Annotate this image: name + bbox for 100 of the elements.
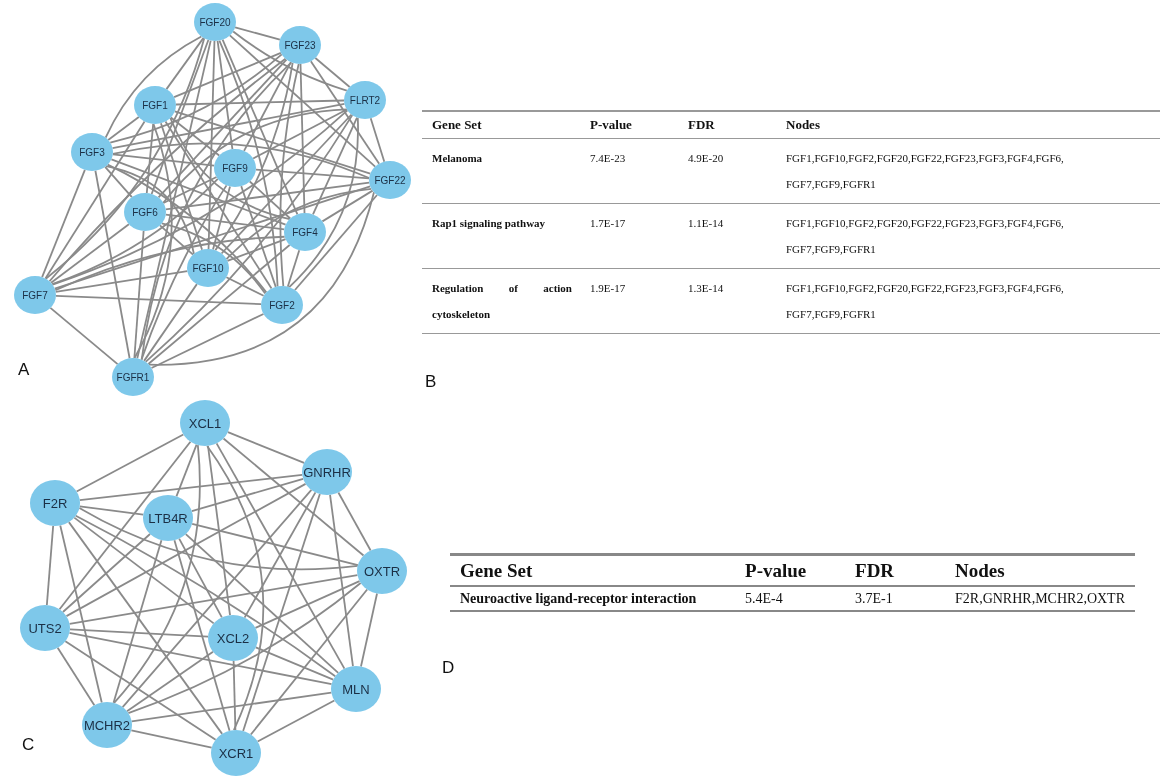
edge-line (64, 640, 217, 741)
edge-line (232, 660, 237, 731)
edge-line (215, 442, 346, 670)
edge-line (140, 184, 228, 361)
edge-line (62, 533, 151, 613)
edge-line (112, 142, 370, 179)
edge-line (58, 440, 192, 611)
edge-line (162, 176, 218, 204)
edge-line (68, 631, 333, 686)
edge-line (65, 482, 307, 618)
gene-node: OXTR (357, 548, 407, 594)
edge-line (256, 699, 336, 743)
edge-line (286, 249, 301, 288)
edge-line (113, 444, 201, 704)
edge-line (164, 213, 286, 231)
column-header: Nodes (945, 554, 1135, 586)
edge-line (248, 180, 292, 220)
edge-line (191, 523, 359, 566)
edge-line (175, 443, 198, 498)
edge-line (222, 437, 365, 557)
panel-letter: C (22, 735, 35, 755)
edge-line (144, 114, 354, 363)
edge-line (106, 163, 268, 294)
edge-line (44, 37, 206, 280)
edge-line (212, 185, 231, 251)
edge-line (54, 235, 286, 292)
edge-line (150, 39, 210, 195)
edge-line (59, 524, 103, 704)
edge-line (157, 58, 288, 199)
edge-line (94, 169, 131, 360)
gene-node: FLRT2 (344, 81, 386, 119)
edge-line (360, 592, 378, 668)
edge-line (148, 191, 375, 366)
edge-line (221, 38, 299, 216)
edge-line (226, 238, 287, 262)
edge-line (252, 108, 348, 160)
table-cell: 4.9E-20 (678, 138, 776, 204)
edge-line (288, 116, 359, 289)
gene-node: FGF1 (134, 86, 176, 124)
edge-line (314, 57, 351, 88)
edge-line (225, 276, 265, 297)
table-cell: 3.7E-1 (845, 586, 945, 611)
gene-node: XCR1 (211, 730, 261, 776)
edge-line (321, 189, 374, 223)
edge-line (255, 168, 370, 180)
edge-line (227, 431, 305, 464)
table-cell: 5.4E-4 (735, 586, 846, 611)
edge-line (312, 116, 358, 216)
gene-node: FGF10 (187, 249, 229, 287)
edge-line (147, 244, 291, 365)
gene-node: FGF9 (214, 149, 256, 187)
edge-line (111, 103, 346, 149)
column-header: Gene Set (422, 111, 580, 139)
gene-node: LTB4R (143, 495, 193, 541)
gene-node: FGF3 (71, 133, 113, 171)
edge-line (169, 116, 221, 157)
edge-line (214, 61, 294, 252)
gene-node: GNRHR (302, 449, 352, 495)
edge-line (369, 117, 386, 163)
edge-line (78, 507, 359, 571)
panel-letter: D (442, 658, 455, 678)
gene-node: FGF7 (14, 276, 56, 314)
edge-line (309, 60, 381, 165)
edge-line (67, 521, 224, 735)
gene-node: FGF22 (369, 161, 411, 199)
edge-line (165, 37, 205, 90)
gene-node: FGFR1 (112, 358, 154, 396)
edge-line (173, 52, 282, 98)
edge-line (49, 307, 119, 365)
edge-line (216, 39, 234, 151)
edge-line (173, 110, 372, 175)
edge-line (104, 165, 133, 199)
edge-line (56, 646, 96, 707)
edge-line (45, 525, 55, 606)
edge-line (294, 194, 378, 291)
edge-line (169, 117, 291, 220)
gene-node: F2R (30, 480, 80, 526)
edge-line (254, 580, 361, 629)
edge-line (150, 313, 265, 369)
edge-line (133, 230, 145, 359)
edge-line (112, 539, 163, 704)
table-cell: Rap1 signaling pathway (422, 203, 580, 269)
edge-line (104, 35, 203, 139)
edge-line (207, 40, 216, 250)
table-cell: Melanoma (422, 138, 580, 204)
edge-line (160, 122, 203, 251)
table-cell: FGF1,FGF10,FGF2,FGF20,FGF22,FGF23,FGF3,FGF4,FGF6, FGF7,FGF9,FGFR1 (776, 203, 1160, 269)
edge-line (110, 158, 287, 226)
edge-line (243, 491, 317, 619)
edge-line (130, 691, 333, 723)
edge-line (44, 120, 146, 280)
edge-line (218, 39, 279, 288)
column-header: FDR (845, 554, 945, 586)
edge-line (175, 99, 345, 106)
edge-line (159, 224, 194, 256)
table-cell: 1.3E-14 (678, 268, 776, 334)
edge-line (53, 185, 372, 290)
edge-line (133, 123, 173, 359)
edge-line (78, 505, 145, 516)
edge-line (50, 223, 130, 284)
